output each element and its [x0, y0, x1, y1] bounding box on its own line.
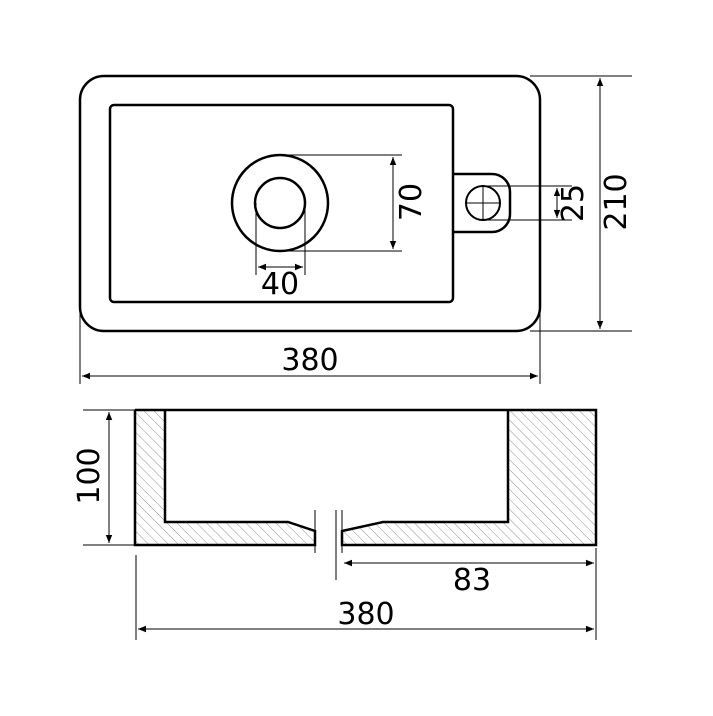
- label-380-top: 380: [281, 343, 338, 378]
- dim-83: [344, 548, 597, 640]
- dim-380-bottom: [135, 555, 594, 640]
- label-380-bottom: 380: [337, 597, 394, 632]
- label-40: 40: [261, 267, 299, 302]
- label-83: 83: [453, 563, 491, 598]
- dim-210: [530, 75, 632, 332]
- label-70: 70: [394, 183, 429, 221]
- label-25: 25: [556, 184, 591, 222]
- drain-outer-circle: [230, 153, 330, 253]
- dim-70: [280, 154, 402, 252]
- tap-ledge: [453, 172, 512, 234]
- top-view: [78, 74, 632, 384]
- dim-380-top: [79, 310, 541, 384]
- section-view: [83, 408, 598, 640]
- label-210: 210: [599, 173, 634, 230]
- drain-inner-circle: [253, 176, 307, 230]
- label-100: 100: [72, 447, 107, 504]
- dim-25: [483, 185, 572, 221]
- basin-outline: [78, 74, 542, 333]
- section-hatched-body: [135, 410, 596, 545]
- bowl-outline: [108, 103, 455, 304]
- dim-40: [255, 203, 306, 275]
- dim-100: [83, 409, 140, 546]
